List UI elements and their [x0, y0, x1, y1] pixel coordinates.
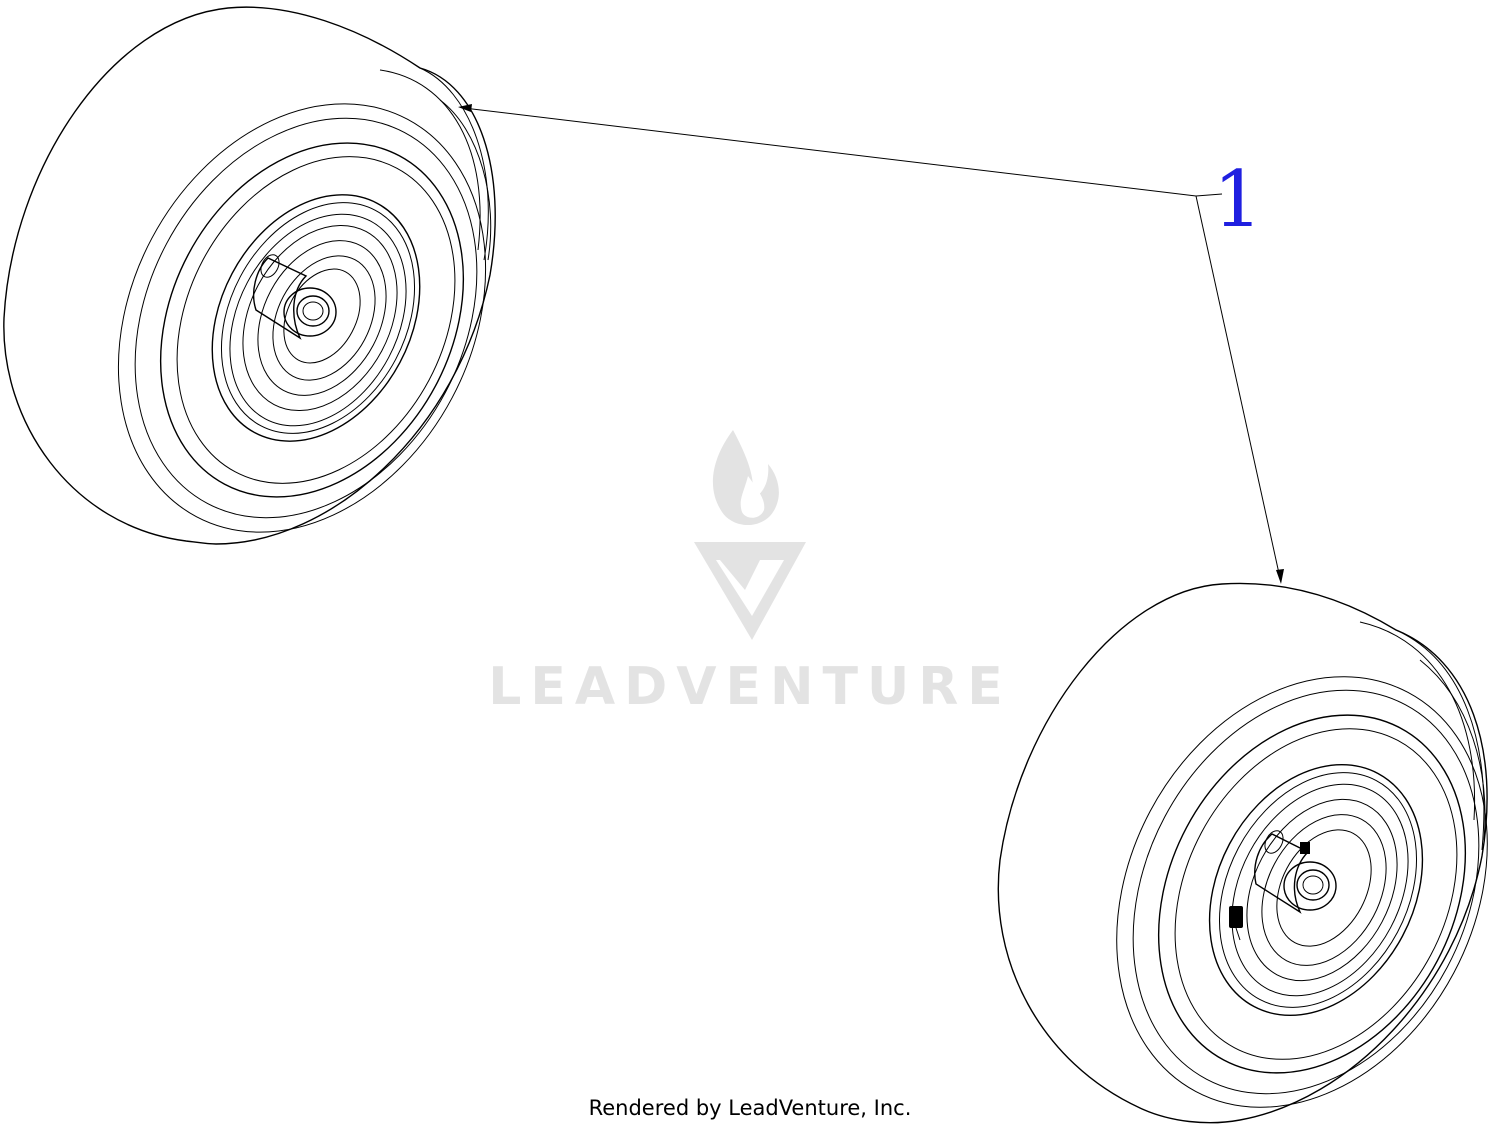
wheel-assembly-upper [3, 6, 496, 545]
footer-credit: Rendered by LeadVenture, Inc. [588, 1096, 912, 1120]
callout-number: 1 [1213, 155, 1263, 245]
callout-leader-lines [458, 104, 1284, 584]
wheel-assembly-lower [997, 582, 1488, 1124]
watermark: LEADVENTURE [488, 430, 1012, 717]
flame-v-logo-icon [694, 430, 806, 640]
watermark-brand-text: LEADVENTURE [488, 657, 1012, 717]
